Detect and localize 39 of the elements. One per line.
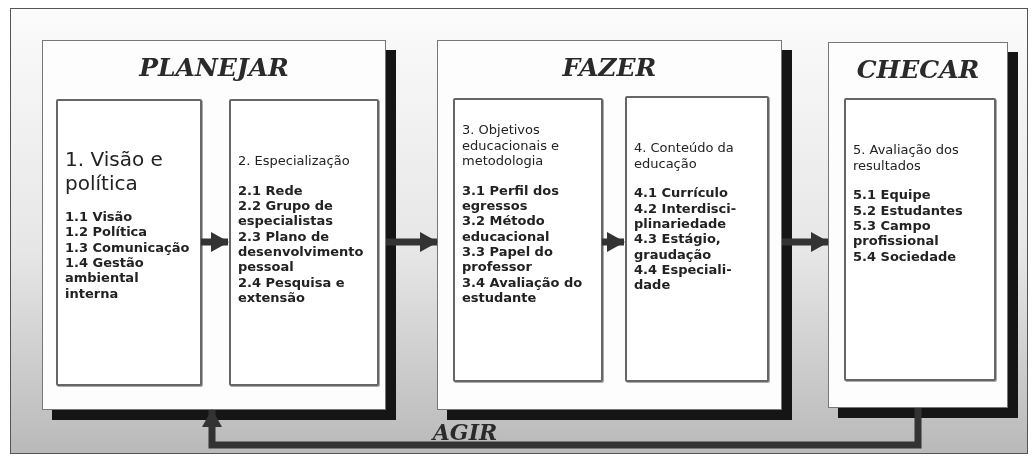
topic-item: 2.1 Rede xyxy=(238,182,304,198)
topic-box xyxy=(229,99,379,386)
topic-box xyxy=(625,96,769,382)
arrow xyxy=(201,232,229,252)
topic-item: 3.3 Papel do professor xyxy=(462,244,554,275)
topic-item: 1.3 Comunicação xyxy=(65,239,191,255)
topic-item: 2.4 Pesquisa e extensão xyxy=(238,274,346,306)
topic-box xyxy=(453,98,603,382)
topic-heading: 3. Objetivos educacionais e metodologia xyxy=(462,122,561,169)
stage-title: CHECAR xyxy=(855,55,981,84)
topic-heading: 4. Conteúdo da educação xyxy=(634,140,735,172)
topic-item: 4.4 Especiali-dade xyxy=(634,261,733,293)
topic-heading: 1. Visão e política xyxy=(65,147,164,195)
topic-item: 1.4 Gestão ambiental interna xyxy=(65,255,145,301)
stage-title: PLANEJAR xyxy=(137,53,290,82)
arrow xyxy=(202,408,922,449)
topic-heading: 2. Especialização xyxy=(238,153,351,169)
topic-item: 4.1 Currículo xyxy=(634,185,729,201)
edge-label: AGIR xyxy=(432,419,498,445)
topic-item: 4.2 Interdisci-plinariedade xyxy=(634,200,738,232)
topic-box xyxy=(56,99,202,386)
topic-item: 3.2 Método educacional xyxy=(462,213,551,245)
topic-item: 5.2 Estudantes xyxy=(853,202,964,218)
topic-item: 3.1 Perfil dos egressos xyxy=(462,182,560,214)
topic-item: 5.1 Equipe xyxy=(853,187,932,203)
topic-item: 4.3 Estágio, graudação xyxy=(634,231,722,262)
topic-item: 1.2 Política xyxy=(65,224,149,240)
topic-item: 2.3 Plano de desenvolvimento pessoal xyxy=(238,228,365,275)
topic-item: 5.3 Campo profissional xyxy=(853,217,940,249)
topic-item: 3.4 Avaliação do estudante xyxy=(462,274,584,306)
arrow xyxy=(602,232,625,252)
stage-title: FAZER xyxy=(561,53,658,82)
arrow xyxy=(386,232,438,252)
topic-item: 1.1 Visão xyxy=(65,209,134,225)
topic-item: 5.4 Sociedade xyxy=(853,248,958,264)
topic-item: 2.2 Grupo de especialistas xyxy=(238,197,334,229)
topic-box xyxy=(844,98,996,381)
topic-heading: 5. Avaliação dos resultados xyxy=(853,142,960,174)
arrow xyxy=(782,232,829,252)
